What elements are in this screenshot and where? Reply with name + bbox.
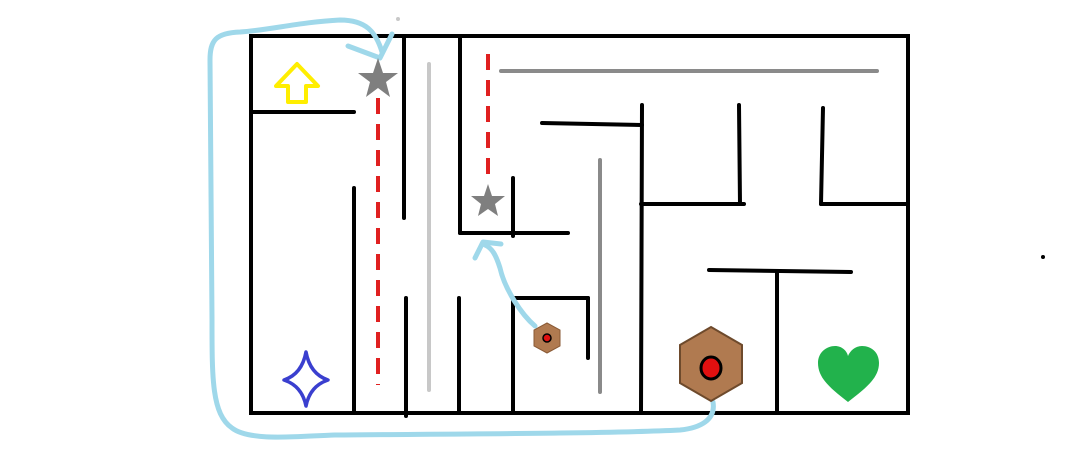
portal-path-inner — [482, 242, 538, 329]
portal-path-inner-arrowhead — [472, 239, 504, 261]
laser-emitter-middle-star-icon — [471, 184, 505, 216]
portal-paths — [207, 17, 716, 440]
maze-wall — [819, 106, 825, 206]
portal-path-outer — [207, 17, 716, 440]
small-turret-hexagon-turret-icon — [533, 322, 561, 354]
maze-walls — [251, 36, 910, 418]
up-arrow-icon — [274, 62, 320, 104]
laser-emitter-top-star-icon — [358, 58, 398, 97]
maze-border — [249, 34, 910, 415]
four-point-star-icon — [282, 350, 330, 408]
heart-icon — [818, 346, 879, 402]
maze-wall — [639, 103, 644, 415]
maze-wall — [737, 103, 742, 206]
portal-path-outer-arrowhead — [345, 31, 395, 61]
gray-bars — [427, 62, 879, 394]
stray-dot — [1041, 255, 1045, 259]
stray-dot — [396, 17, 400, 21]
large-turret-hexagon-turret-icon — [679, 325, 743, 403]
laser-beams — [376, 54, 490, 385]
maze-wall — [540, 121, 644, 127]
maze-wall — [707, 268, 853, 274]
